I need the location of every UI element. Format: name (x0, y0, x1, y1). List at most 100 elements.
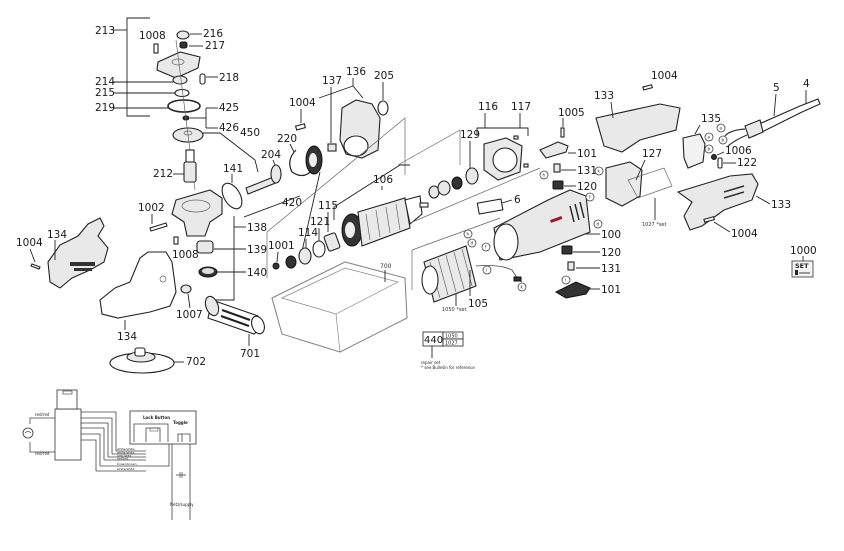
svg-text:b: b (722, 138, 725, 143)
handle-133-upper (595, 103, 681, 153)
bearing-114 (298, 247, 312, 265)
switch-127 (605, 161, 643, 207)
label-1008: 1008 (139, 30, 166, 42)
connector-d-switch (593, 219, 603, 229)
label-plate-6 (476, 198, 504, 215)
screw-1004-top (642, 84, 654, 91)
svg-text:white/white: white/white (117, 451, 135, 455)
label-1004-top: 1004 (651, 70, 678, 82)
screw-1008-lower (173, 236, 179, 245)
label-213: 213 (95, 25, 115, 37)
label-105: 105 (468, 298, 488, 310)
label-216: 216 (203, 28, 223, 40)
spring-122 (717, 157, 723, 169)
label-101-upper: 101 (577, 148, 597, 160)
svg-text:SET: SET (795, 262, 809, 270)
connector-h-stator (463, 229, 473, 239)
svg-text:b: b (708, 147, 711, 152)
label-134-lower: 134 (117, 331, 137, 343)
guard-134-lower (99, 251, 177, 319)
connector-f-switch (585, 192, 595, 202)
svg-text:h: h (543, 173, 546, 178)
label-214: 214 (95, 76, 115, 88)
stator-105 (421, 245, 477, 303)
pinion-gear (285, 255, 297, 269)
carry-case-700: 700 (271, 261, 408, 353)
screw-117 (513, 135, 519, 140)
label-129: 129 (460, 129, 480, 141)
connector-k-stator (517, 282, 527, 292)
label-114: 114 (298, 227, 318, 239)
svg-text:i: i (486, 268, 487, 273)
screw-1004-bottom (703, 216, 716, 223)
label-121: 121 (310, 216, 330, 228)
label-133-lower: 133 (771, 199, 791, 211)
note-1050-set: 1050 *set (442, 307, 466, 313)
label-220: 220 (277, 133, 297, 145)
svg-text:d: d (471, 241, 474, 246)
repair-set-box: 440 1050 1027 repair set * see Bulletin … (421, 331, 475, 370)
screw-1006 (711, 154, 717, 160)
screw-1004-left (30, 263, 41, 270)
label-700: 700 (380, 263, 392, 270)
svg-text:white/white: white/white (117, 447, 135, 451)
label-131-upper: 131 (577, 165, 597, 177)
bearing-115 (323, 232, 341, 252)
ring-129 (465, 167, 479, 185)
label-131-lower: 131 (601, 263, 621, 275)
ring-121 (312, 240, 326, 258)
bearing-small-2 (437, 180, 451, 196)
label-212: 212 (153, 168, 173, 180)
switch-group: 1005 101 131 h k 120 127 1027 *set f d 1… (539, 70, 821, 299)
label-127: 127 (642, 148, 662, 160)
label-106: 106 (373, 174, 393, 186)
ring-205 (377, 100, 389, 116)
guards-group: 134 1004 134 1007 701 702 (16, 217, 265, 374)
label-141: 141 (223, 163, 243, 175)
label-1004-center: 1004 (289, 97, 316, 109)
slider-120-upper (552, 180, 564, 190)
wire-label-top: red/red (35, 412, 50, 417)
repair-set-number: 440 (424, 335, 443, 346)
svg-text:d: d (597, 222, 600, 227)
svg-text:white/white: white/white (117, 467, 135, 471)
motor-group: 204 220 1004 420 137 136 205 (243, 66, 621, 313)
connector-f-stator (481, 242, 491, 252)
svg-text:red/red: red/red (117, 457, 128, 461)
screw-1002 (149, 222, 168, 232)
gasket-141 (221, 182, 243, 210)
screw-1008 (153, 43, 159, 54)
connector-b-cord (718, 135, 728, 145)
label-425: 425 (219, 102, 239, 114)
label-116: 116 (478, 101, 498, 113)
label-219: 219 (95, 102, 115, 114)
label-205: 205 (374, 70, 394, 82)
svg-text:brown/brown: brown/brown (117, 462, 137, 466)
svg-text:a: a (708, 135, 711, 140)
svg-text:k: k (521, 285, 524, 290)
switch-cover-101-lower (554, 281, 591, 299)
bearing-214 (172, 75, 188, 85)
label-5: 5 (773, 82, 780, 94)
label-1000: 1000 (790, 245, 817, 257)
bearing-204 (270, 164, 282, 184)
label-450: 450 (240, 127, 260, 139)
label-4: 4 (803, 78, 810, 90)
label-138: 138 (247, 222, 267, 234)
label-100: 100 (601, 229, 621, 241)
label-701: 701 (240, 348, 260, 360)
lever-131-lower (567, 261, 575, 271)
toggle-label: Toggle (173, 420, 188, 425)
connector-a-clamp (704, 132, 714, 142)
label-133-upper: 133 (594, 90, 614, 102)
connector-a-cord (716, 123, 726, 133)
wire-label-bottom: red/red (35, 451, 50, 456)
connector-i-switch (561, 275, 571, 285)
label-1005: 1005 (558, 107, 585, 119)
gear-housing-138 (171, 189, 223, 237)
label-217: 217 (205, 40, 225, 52)
connector-d-stator (467, 238, 477, 248)
mains-supply-label: Netz/supply (170, 502, 194, 507)
label-120-lower: 120 (601, 247, 621, 259)
label-101-lower: 101 (601, 284, 621, 296)
